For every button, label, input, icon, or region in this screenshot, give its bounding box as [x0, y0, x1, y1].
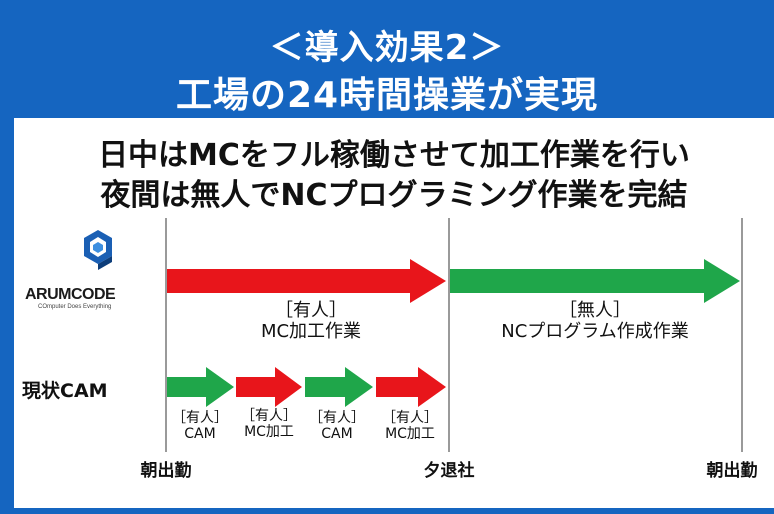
segment-label-line1: ［有人］ — [382, 410, 438, 426]
time-label-middle: 夕退社 — [423, 461, 475, 481]
time-label-end: 朝出勤 — [706, 461, 758, 481]
segment-label-manned-mc: ［有人］ MC加工作業 — [226, 300, 396, 342]
segment-label-line1: ［有人］ — [241, 408, 297, 424]
subtitle-line1: 日中はMCをフル稼働させて加工作業を行い — [98, 138, 690, 173]
segment-label-line2: NCプログラム作成作業 — [501, 320, 689, 342]
arrow-mc-2 — [376, 367, 446, 407]
segment-label-line2: MC加工 — [385, 426, 435, 443]
segment-label-unmanned-nc: ［無人］ NCプログラム作成作業 — [470, 300, 720, 342]
cube-logo-icon — [84, 230, 112, 270]
logo-name: ARUMCODE — [25, 286, 116, 303]
segment-label-cam-2: ［有人］ CAM — [305, 410, 369, 442]
segment-label-cam-1: ［有人］ CAM — [168, 410, 232, 442]
segment-label-mc-2: ［有人］ MC加工 — [374, 410, 446, 442]
slide-title-line1: ＜導入効果2＞ — [269, 28, 505, 68]
arrow-cam-1 — [167, 367, 234, 407]
segment-label-line1: ［無人］ — [559, 300, 631, 321]
arrow-mc-1 — [236, 367, 302, 407]
logo-tagline: COmputer Does Everything — [38, 304, 112, 310]
current-cam-label: 現状CAM — [22, 380, 108, 402]
segment-label-line1: ［有人］ — [309, 410, 365, 426]
segment-label-line2: CAM — [321, 426, 353, 443]
segment-label-line1: ［有人］ — [172, 410, 228, 426]
segment-label-line2: MC加工作業 — [260, 320, 362, 342]
arrow-unmanned-nc — [450, 259, 740, 303]
arrow-cam-2 — [305, 367, 373, 407]
content-panel — [14, 118, 774, 508]
time-label-start: 朝出勤 — [140, 461, 192, 481]
slide-title-line2: 工場の24時間操業が実現 — [175, 75, 599, 116]
segment-label-line2: CAM — [184, 426, 216, 443]
segment-label-line2: MC加工 — [244, 424, 294, 441]
subtitle-line2: 夜間は無人でNCプログラミング作業を完結 — [100, 178, 688, 213]
segment-label-line1: ［有人］ — [275, 300, 347, 321]
segment-label-mc-1: ［有人］ MC加工 — [235, 408, 303, 440]
arrow-manned-mc — [167, 259, 446, 303]
